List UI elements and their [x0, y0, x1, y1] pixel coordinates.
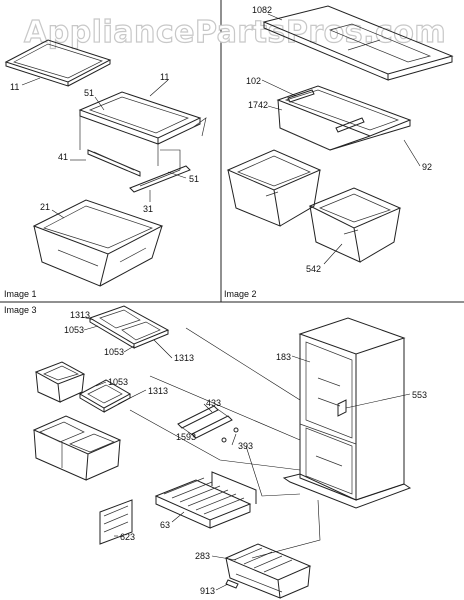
image1-shelf-frame: [78, 91, 207, 166]
panel-label-image1: Image 1: [4, 289, 37, 299]
image2-drawer-frame: [276, 85, 412, 151]
callout-553: 553: [412, 390, 427, 400]
callout-542: 542: [306, 264, 321, 274]
callout-283: 283: [195, 551, 210, 561]
callout-1593: 1593: [176, 432, 196, 442]
callout-11-shelf: 11: [10, 82, 19, 92]
callout-913: 913: [200, 586, 215, 596]
image3-small-bin-left: [34, 361, 86, 403]
image3-wire-basket: [224, 543, 312, 599]
image1-leaders: [21, 77, 187, 219]
callout-1742: 1742: [248, 100, 268, 110]
watermark: AppliancePartsPros.com: [24, 15, 446, 50]
panel-label-image2: Image 2: [224, 289, 257, 299]
image3-double-bin: [32, 415, 122, 481]
callout-21: 21: [40, 202, 50, 212]
callout-102: 102: [246, 76, 261, 86]
callout-31: 31: [143, 204, 153, 214]
callout-183: 183: [276, 352, 291, 362]
callout-1053-tray: 1053: [108, 377, 128, 387]
callout-1313-tray: 1313: [148, 386, 168, 396]
image3-screw: [225, 579, 239, 589]
image2-leaders: [261, 13, 421, 265]
callout-92: 92: [422, 162, 432, 172]
image2-crisper-cover: [262, 5, 454, 81]
callout-11-frame: 11: [160, 72, 169, 82]
image3-refrigerator-cabinet: [282, 317, 412, 509]
image1-rail-right: [129, 165, 191, 193]
callout-1053-mid: 1053: [104, 347, 124, 357]
image3-freezer-shelf: [88, 305, 170, 349]
image3-leaders: [81, 316, 411, 591]
callout-63: 63: [160, 520, 170, 530]
callout-1082: 1082: [252, 5, 272, 15]
panel-label-image3: Image 3: [4, 305, 37, 315]
callout-1053-top: 1053: [64, 325, 84, 335]
image1-crisper-pan: [32, 199, 164, 287]
callout-433: 433: [206, 398, 221, 408]
panel-frames: [0, 0, 464, 303]
callout-623: 623: [120, 532, 135, 542]
image1-glass-shelf: [4, 39, 112, 87]
callout-41: 41: [58, 152, 68, 162]
callout-1313-mid: 1313: [174, 353, 194, 363]
callout-51-lower: 51: [189, 174, 199, 184]
image2-drawer-right: [308, 187, 402, 263]
image2-drawer-left: [226, 149, 322, 227]
image1-rail-left: [87, 149, 141, 177]
callout-51-upper: 51: [84, 88, 94, 98]
callout-1313-top: 1313: [70, 310, 90, 320]
image3-divider: [99, 499, 133, 545]
image3-wire-shelf: [154, 471, 257, 529]
callout-393: 393: [238, 441, 253, 451]
